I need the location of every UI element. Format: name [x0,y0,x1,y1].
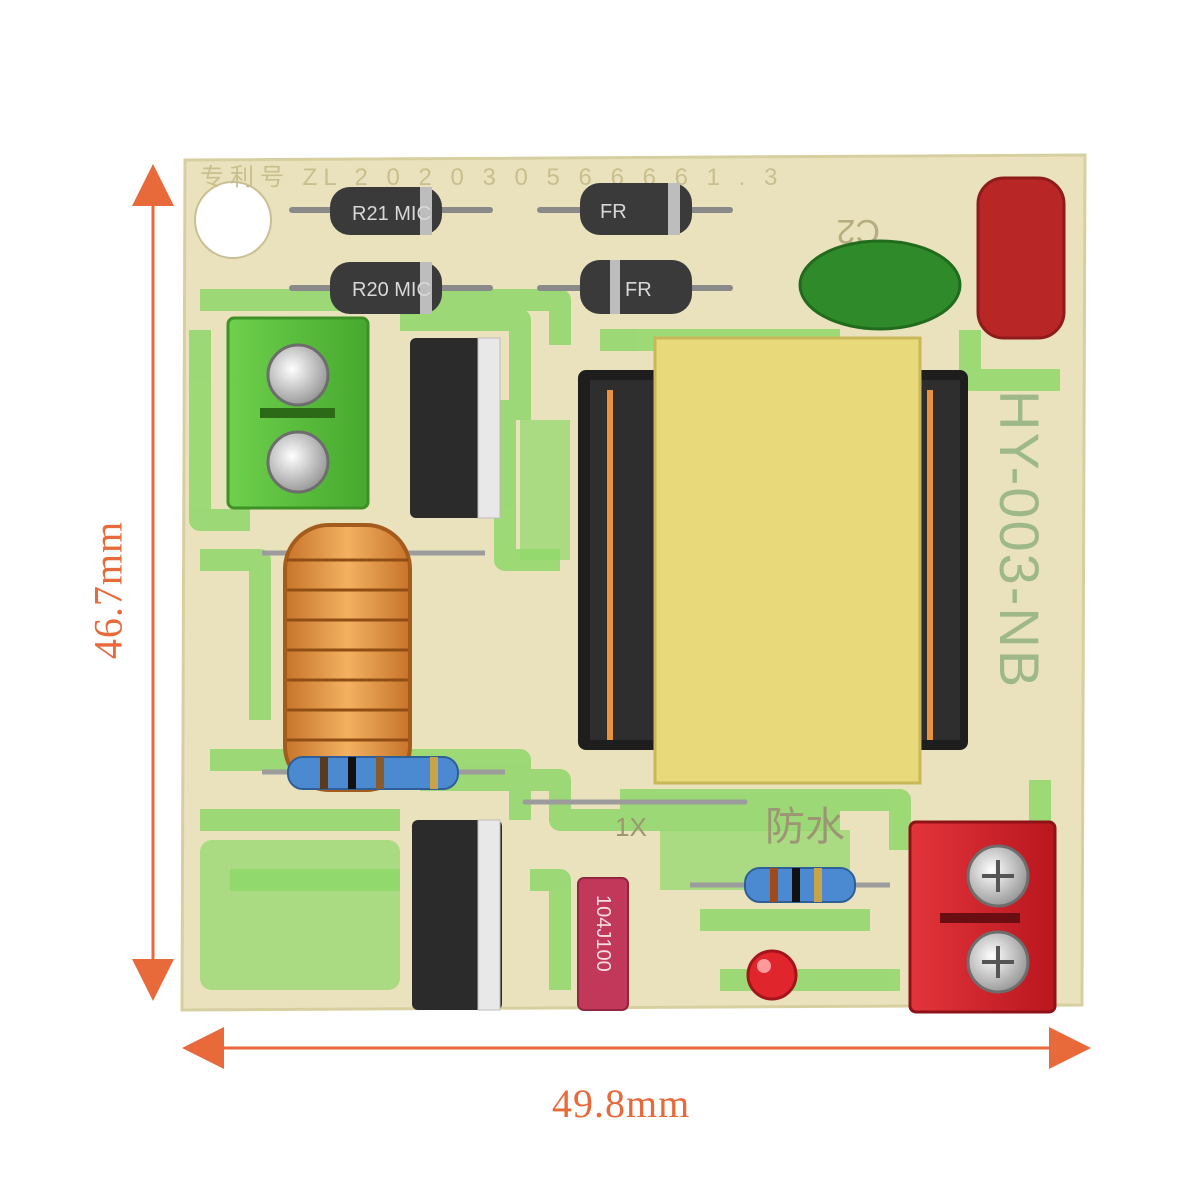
mounting-hole [194,181,272,259]
mosfet-upper [410,337,501,519]
diode-d2-marking: R20 MIC [352,279,431,301]
waterproof-silkscreen: 防水 [765,805,845,849]
diode-d4: FR [537,260,733,314]
resistor-r1 [262,756,505,790]
diode-d1: R21 MIC [289,187,493,235]
transformer-tape [653,336,922,785]
model-silkscreen: HY-003-NB [988,390,1051,689]
diode-d4-marking: FR [625,279,652,301]
transformer [578,336,968,785]
film-capacitor-marking: 104J100 [592,895,614,972]
diode-d1-marking: R21 MIC [352,203,431,225]
input-terminal-block [226,316,370,510]
diode-d3: FR [537,183,733,235]
film-capacitor-x2 [976,176,1066,340]
ceramic-capacitor [798,239,962,331]
toroid-inductor [262,523,485,792]
diode-d3-marking: FR [600,201,627,223]
film-capacitor-104: 104J100 [577,877,629,1011]
mosfet-lower [412,819,502,1011]
input-terminal-screw [266,343,330,407]
diode-d2: R20 MIC [289,262,493,314]
status-led [746,949,798,1001]
input-terminal-screw [266,430,330,494]
patent-silkscreen: 专利号 ZL 2 0 2 0 3 0 5 6 6 6 6 1 . 3 [200,164,783,191]
resistor-r2 [690,867,890,903]
jumper-silkscreen: 1X [615,812,647,842]
output-terminal-block [908,820,1057,1014]
width-dimension-label: 49.8mm [552,1081,691,1126]
height-dimension-label: 46.7mm [85,520,131,660]
